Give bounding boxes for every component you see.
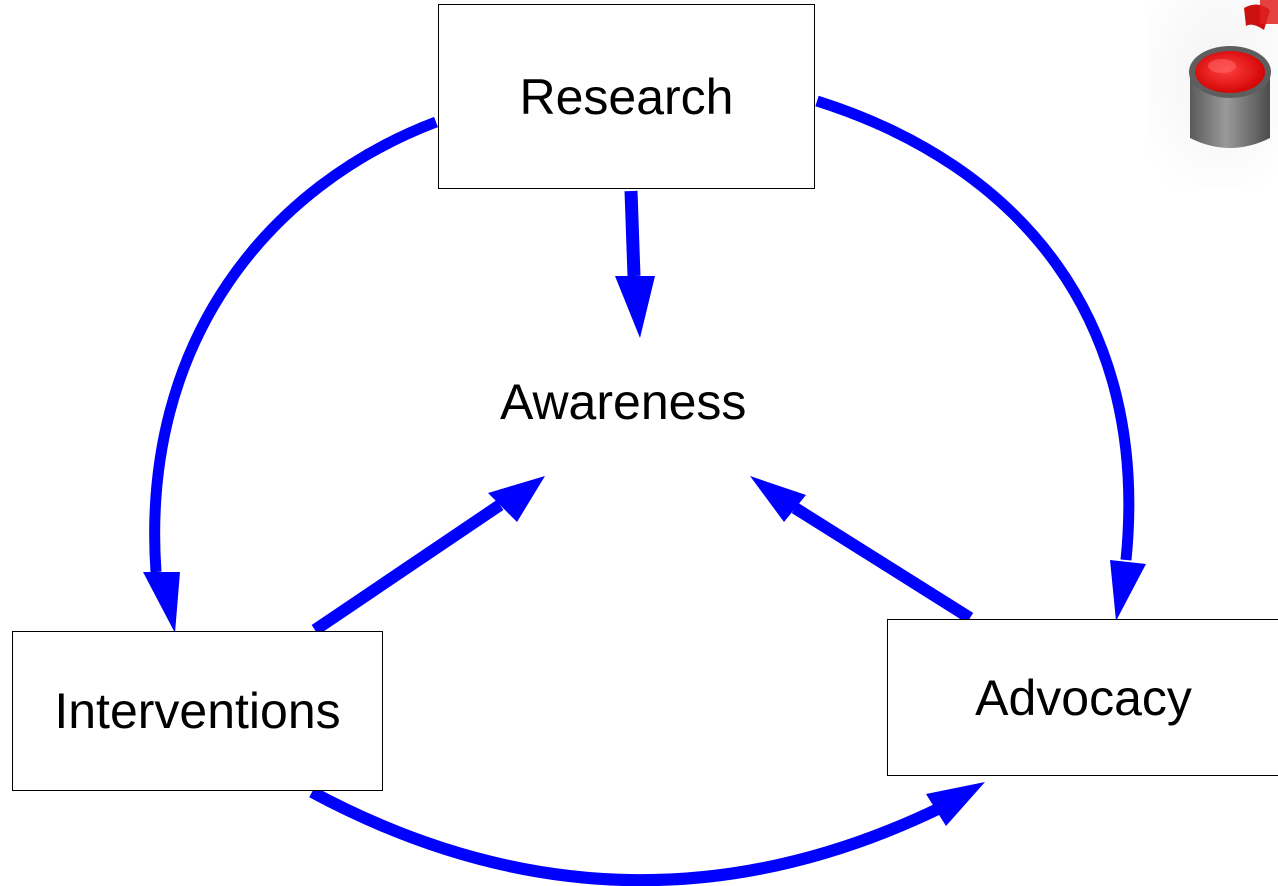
arrow-research-to-advocacy [815,95,1146,621]
arrow-interventions-to-awareness [311,476,545,635]
research-box: Research [438,4,815,189]
arrow-interventions-to-advocacy [309,782,985,886]
arrow-advocacy-to-awareness [750,476,974,624]
awareness-label: Awareness [500,374,747,430]
advocacy-box: Advocacy [887,619,1278,776]
research-label: Research [519,68,734,125]
advocacy-label: Advocacy [975,669,1192,726]
paint-can-icon [1148,0,1278,190]
arrow-research-to-interventions [143,116,438,633]
interventions-box: Interventions [12,631,383,791]
interventions-label: Interventions [54,683,341,739]
arrow-research-to-awareness [615,190,655,338]
